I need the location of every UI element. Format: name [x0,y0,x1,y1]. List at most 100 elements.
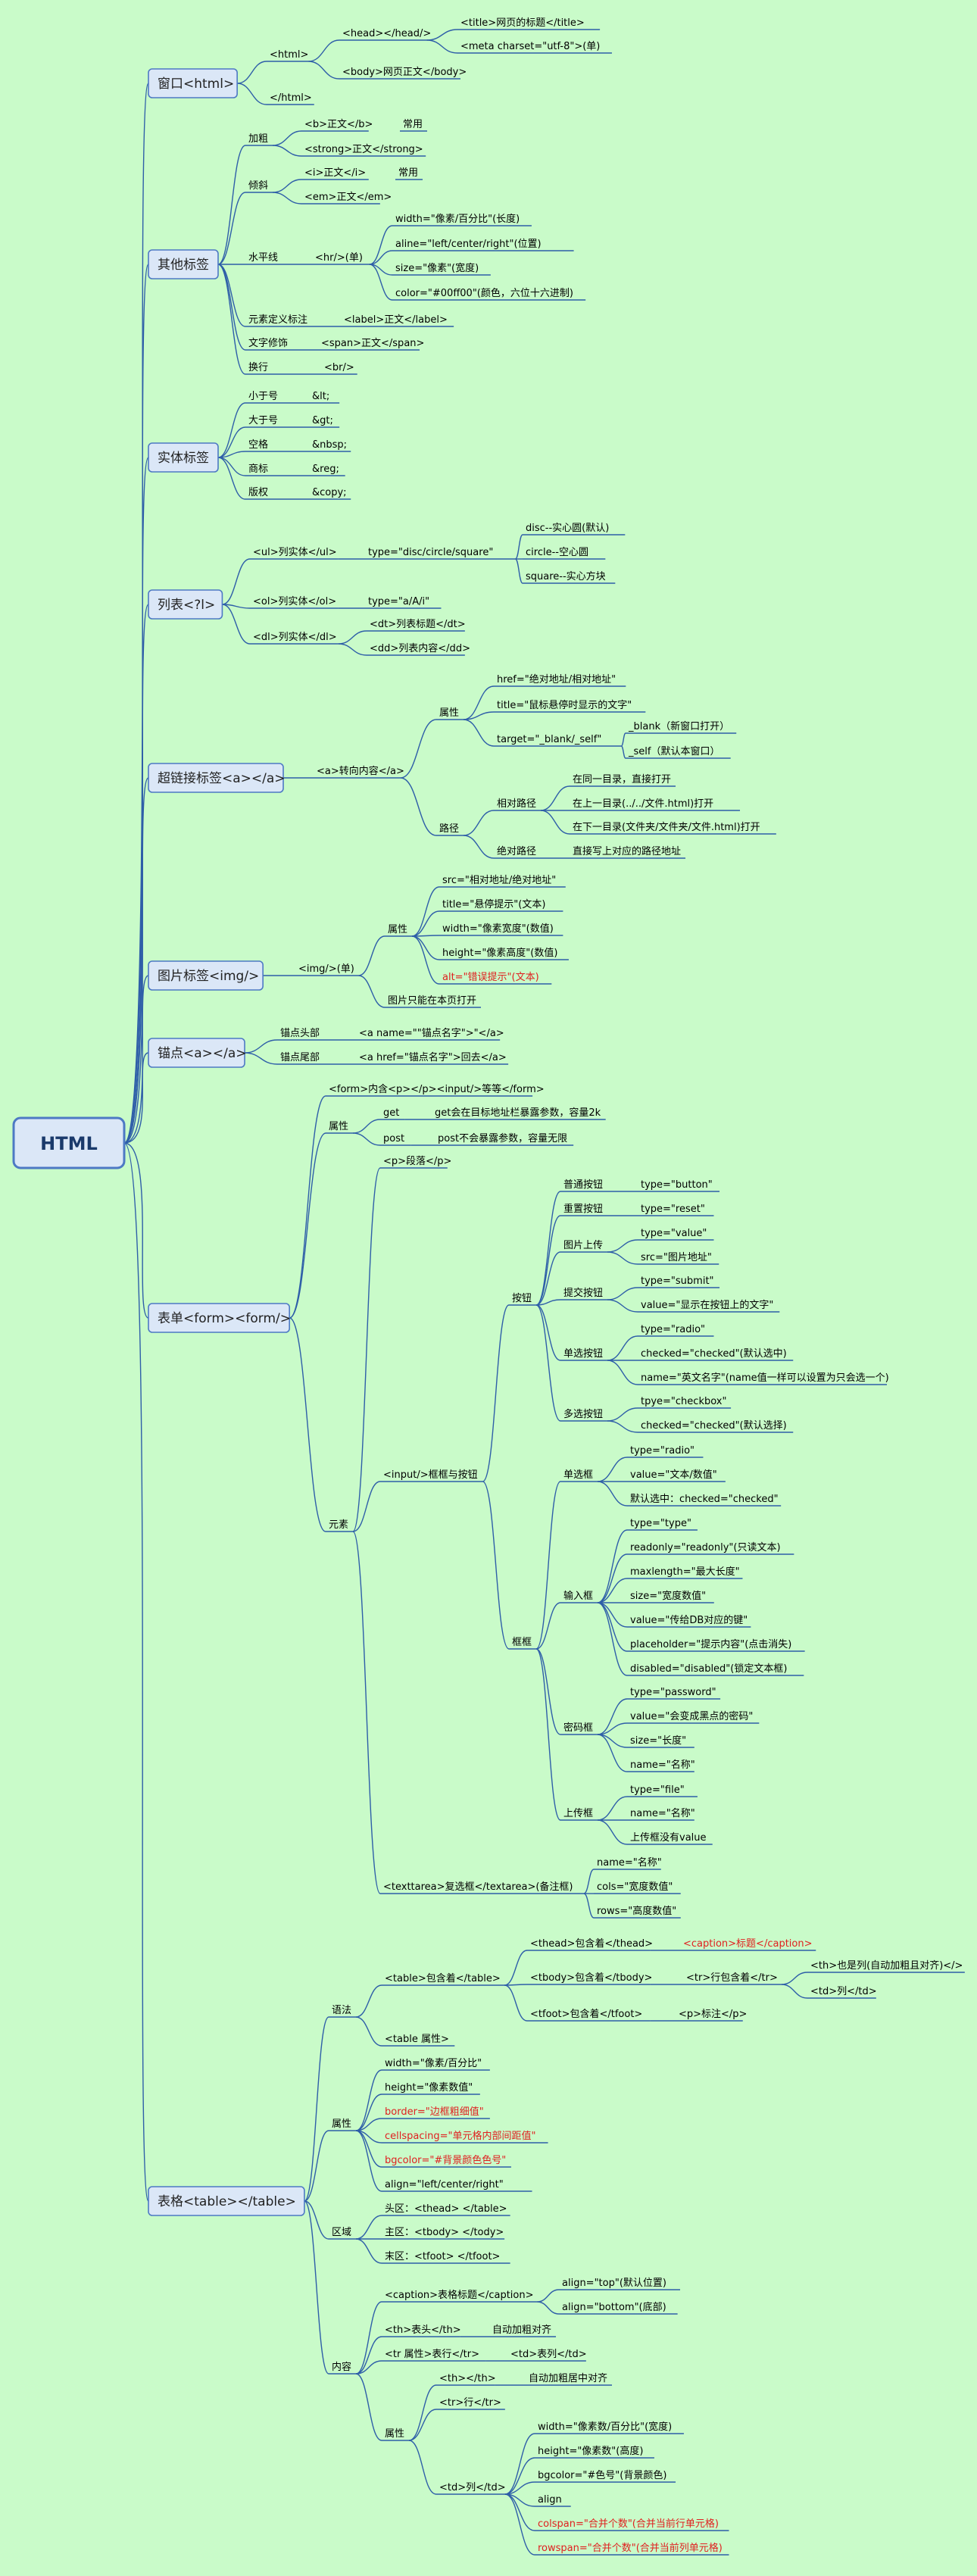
node-table_tag: <table>包含着</table> [385,1972,501,1984]
node-anchor_head: 锚点头部 [280,1028,320,1039]
category-1: 其他标签 [158,258,209,273]
node-ca_colspan: colspan="合并个数"(合并当前行单元格) [538,2518,719,2530]
node-bt_type: type="type" [630,1518,691,1529]
category-3: 列表<?l> [158,598,215,613]
node-href: href="绝对地址/相对地址" [497,673,616,685]
node-c_th: <th>表头</th> [385,2325,461,2336]
node-br: <br/> [324,362,354,373]
node-src: src="相对地址/绝对地址" [442,874,556,886]
category-5: 图片标签<img/> [158,969,259,984]
node-box_text: 输入框 [563,1590,593,1602]
node-btn_submit_t: type="submit" [641,1276,714,1287]
node-img_width: width="像素宽度"(数值) [442,923,554,935]
category-0: 窗口<html> [158,76,234,92]
node-bu_name: name="名称" [630,1807,695,1819]
node-abs_desc: 直接写上对应的路径地址 [573,845,681,857]
mind-map-connectors [123,29,965,2556]
node-lt_c: &lt; [312,391,329,402]
node-tbody: <tbody>包含着</tbody> [530,1972,652,1984]
node-ta_rows: rows="高度数值" [597,1905,676,1917]
node-c_tr: <tr 属性>表行</tr> [385,2349,479,2360]
node-dl: <dl>列实体</dl> [253,632,337,643]
node-bt_size: size="宽度数值" [630,1590,706,1602]
node-btn_check_t: tpye="checkbox" [641,1396,726,1407]
node-italic: 倾斜 [248,180,268,192]
node-reg: 商标 [248,464,268,475]
node-input: <input/>框框与按钮 [383,1469,478,1481]
node-button_group: 按钮 [512,1293,532,1304]
category-box [148,1303,290,1333]
node-nbsp_c: &nbsp; [312,439,347,451]
node-tfoot: <tfoot>包含着</tfoot> [530,2008,642,2020]
node-btn_normal: 普通按钮 [563,1179,603,1191]
node-down_dir: 在下一目录(文件夹/文件夹/文件.html)打开 [573,822,760,833]
node-btn_radio_t: type="radio" [641,1324,705,1335]
node-newline: 换行 [248,362,268,373]
node-c_th_note: 自动加粗对齐 [492,2324,551,2336]
node-abs_path: 绝对路径 [497,845,536,857]
node-a_title: title="鼠标悬停时显示的文字" [497,699,632,711]
node-square: square--实心方块 [526,570,606,582]
node-ta_cols: cols="宽度数值" [597,1881,673,1893]
node-table_attr_tag: <table 属性> [385,2034,449,2045]
node-target: target="_blank/_self" [497,734,601,745]
node-bu_type: type="file" [630,1784,685,1796]
node-btn_radio: 单选按钮 [563,1348,603,1360]
node-img_note: 图片只能在本页打开 [388,995,476,1007]
node-strong: <strong>正文</strong> [304,144,423,155]
node-get_desc: get会在目标地址栏暴露参数，容量2k [435,1107,601,1119]
node-nbsp: 空格 [248,439,268,451]
node-hr: <hr/>(单) [315,252,363,264]
node-td_tag: <td>列</td> [810,1986,877,1997]
node-bold: 加粗 [248,133,268,145]
node-ca_width: width="像素数/百分比"(宽度) [538,2421,672,2433]
category-6: 锚点<a></a> [158,1046,247,1061]
node-text_mod: 文字修饰 [248,338,288,349]
node-thead: <thead>包含着</thead> [530,1937,653,1950]
node-form_content: <form>内含<p></p><input/>等等</form> [329,1083,545,1095]
node-anchor_tail: 锚点尾部 [280,1052,320,1063]
node-bp_name: name="名称" [630,1759,695,1771]
node-ca_tr: <tr>行</tr> [439,2397,501,2409]
node-img_title: title="悬停提示"(文本) [442,898,545,910]
node-rel_path: 相对路径 [497,798,536,810]
node-elem_def: 元素定义标注 [248,314,307,326]
node-t_height: height="像素数值" [385,2081,473,2094]
node-i: <i>正文</i> [304,167,366,179]
node-form_attr: 属性 [329,1121,348,1132]
node-ca_align: align [538,2494,562,2506]
node-syntax: 语法 [332,2005,351,2016]
node-anchor_href: <a href="锚点名字">回去</a> [359,1051,507,1063]
node-a_tag: <a>转向内容</a> [317,765,404,777]
node-c_td: <td>表列</td> [510,2349,587,2360]
category-box [148,68,238,98]
node-html_close: </html> [270,92,312,104]
node-bp_type: type="password" [630,1687,716,1698]
node-btn_submit_v: value="显示在按钮上的文字" [641,1299,773,1311]
node-p_tag: <p>段落</p> [383,1156,451,1167]
node-btn_reset: 重置按钮 [563,1203,603,1215]
node-changyong1: 常用 [403,119,423,130]
node-ul: <ul>列实体</ul> [253,547,337,558]
node-ca_th_note: 自动加粗居中对齐 [529,2372,607,2384]
node-disc: disc--实心圆(默认) [526,522,609,534]
node-box_radio_c: 默认选中：checked="checked" [630,1493,779,1505]
node-html: <html> [270,49,308,61]
node-t_border: border="边框粗细值" [385,2106,484,2118]
node-span: <span>正文</span> [321,338,424,349]
node-lt: 小于号 [248,391,278,402]
node-dt: <dt>列表标题</dt> [370,619,466,630]
node-ol: <ol>列实体</ol> [253,596,336,607]
node-t_cellspacing: cellspacing="单元格内部间距值" [385,2130,535,2142]
node-bt_disabled: disabled="disabled"(锁定文本框) [630,1663,787,1675]
node-bt_placeholder: placeholder="提示内容"(点击消失) [630,1638,791,1650]
node-btn_radio_c: checked="checked"(默认选中) [641,1347,787,1360]
node-img_height: height="像素高度"(数值) [442,947,557,959]
node-btn_img_t: type="value" [641,1228,707,1239]
node-bt_value: value="传给DB对应的键" [630,1614,748,1626]
category-4: 超链接标签<a></a> [158,771,286,786]
node-ul_type: type="disc/circle/square" [368,547,493,558]
node-bt_readonly: readonly="readonly"(只读文本) [630,1542,781,1553]
node-t_align: align="left/center/right" [385,2179,504,2190]
node-bp_size: size="长度" [630,1735,686,1747]
